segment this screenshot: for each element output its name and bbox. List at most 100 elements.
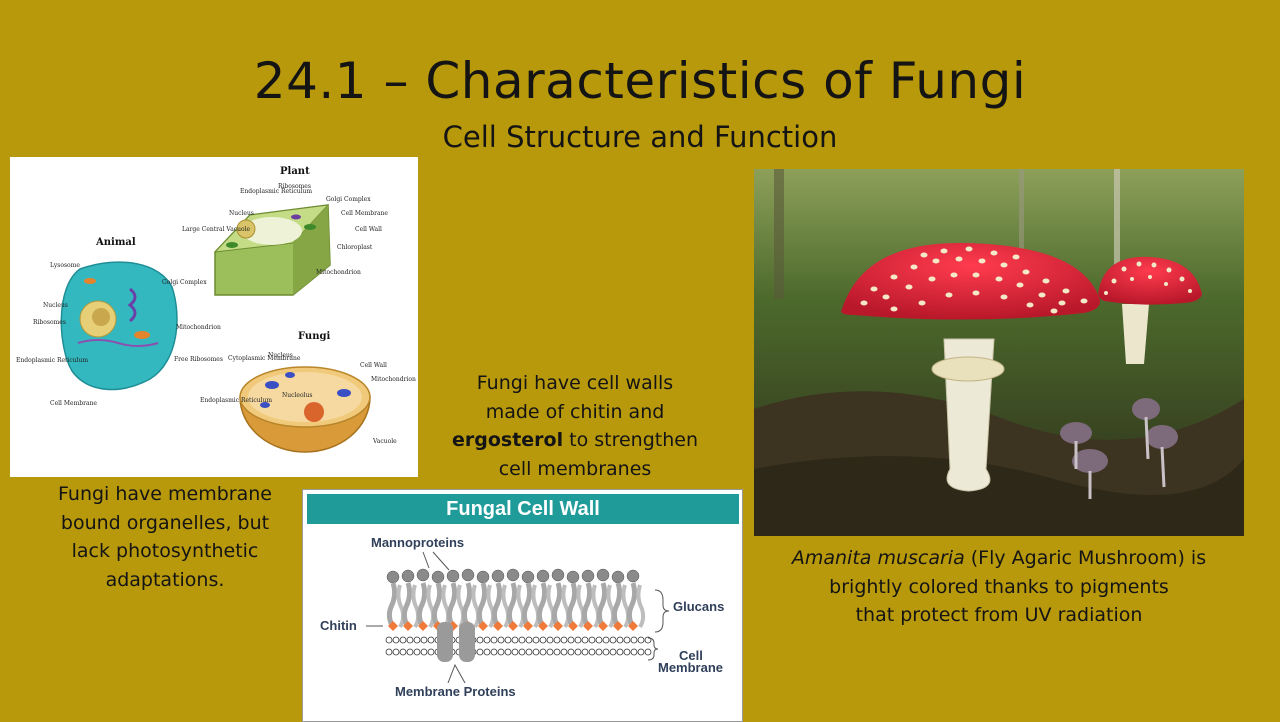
lipid-head xyxy=(427,648,435,656)
lipid-head xyxy=(392,636,400,644)
lipid-head xyxy=(546,648,554,656)
lipid-head xyxy=(637,636,645,644)
glucan-strand xyxy=(566,582,578,629)
cap-wart xyxy=(1000,262,1008,268)
lipid-head xyxy=(497,636,505,644)
lipid-head xyxy=(504,636,512,644)
lipid-head xyxy=(511,636,519,644)
chitin-fiber xyxy=(613,621,623,631)
lipid-head xyxy=(581,648,589,656)
glucan-strand xyxy=(596,582,608,629)
cap-wart xyxy=(972,290,980,296)
lipid-head xyxy=(602,636,610,644)
lipid-head xyxy=(567,636,575,644)
glucan-strand xyxy=(401,582,413,629)
cap-wart xyxy=(955,256,963,262)
glucan-strand xyxy=(431,582,443,629)
lipid-head xyxy=(546,636,554,644)
mannoprotein-head xyxy=(476,570,490,584)
cap-wart xyxy=(890,274,898,280)
cap-wart xyxy=(1062,288,1070,294)
cap-wart xyxy=(1016,282,1024,288)
cap-wart xyxy=(965,246,973,252)
plant-label-wall: Cell Wall xyxy=(355,226,382,233)
lipid-head xyxy=(483,648,491,656)
membrane-proteins-label: Membrane Proteins xyxy=(395,684,516,699)
amanita-caption-line: that protect from UV radiation xyxy=(855,604,1143,626)
animal-label-mito: Mitochondrion xyxy=(176,324,221,331)
lipid-head xyxy=(630,636,638,644)
lipid-head xyxy=(385,648,393,656)
organelles-caption-line: adaptations. xyxy=(105,568,225,591)
amanita-muscaria-photo xyxy=(754,169,1244,536)
chitin-label: Chitin xyxy=(320,618,357,633)
lipid-head xyxy=(518,648,526,656)
cap-wart xyxy=(1012,254,1020,260)
animal-label-nucleus: Nucleus xyxy=(43,302,68,309)
mannoprotein-head xyxy=(551,568,565,582)
mannoprotein-head xyxy=(611,570,625,584)
fungi-label-wall: Cell Wall xyxy=(360,362,387,369)
plant-heading: Plant xyxy=(280,166,310,177)
glucan-strand xyxy=(611,582,623,629)
animal-label-er: Endoplasmic Reticulum xyxy=(16,357,88,364)
amanita-caption-line: Amanita muscaria (Fly Agaric Mushroom) i… xyxy=(760,544,1238,573)
lipid-head xyxy=(623,636,631,644)
organelles-caption-line: bound organelles, but xyxy=(60,511,270,534)
chitin-fiber xyxy=(553,621,563,631)
animal-label-free-ribosomes: Free Ribosomes xyxy=(174,356,223,363)
lipid-head xyxy=(525,648,533,656)
lipid-head xyxy=(560,636,568,644)
fungi-label-nucleolus: Nucleolus xyxy=(282,392,312,399)
lipid-head xyxy=(497,648,505,656)
glucan-strand xyxy=(486,584,496,629)
glucan-strand xyxy=(411,584,421,629)
mannoprotein-head xyxy=(581,569,595,583)
lipid-head xyxy=(630,648,638,656)
amanita-caption: Amanita muscaria (Fly Agaric Mushroom) i… xyxy=(760,544,1238,630)
glucan-strand xyxy=(426,584,436,629)
amanita-caption-text: (Fly Agaric Mushroom) is xyxy=(964,547,1207,569)
animal-label-golgi: Golgi Complex xyxy=(162,279,207,286)
lipid-head xyxy=(574,636,582,644)
mannoprotein-head xyxy=(506,568,520,582)
glucan-strand xyxy=(416,582,428,629)
glucan-strand xyxy=(606,584,616,629)
fungi-label-cyto-membrane: Cytoplasmic Membrane xyxy=(228,355,301,362)
cap-wart xyxy=(910,264,918,270)
chitin-fiber xyxy=(568,621,578,631)
plant-label-vacuole: Large Central Vacuole xyxy=(182,226,251,233)
lipid-head xyxy=(406,648,414,656)
lipid-head xyxy=(539,636,547,644)
chitin-fiber xyxy=(523,621,533,631)
lipid-head xyxy=(532,648,540,656)
glucan-strand xyxy=(386,582,398,629)
cap-wart xyxy=(882,294,890,300)
chitin-fiber xyxy=(598,621,608,631)
fungal-wall-header: Fungal Cell Wall xyxy=(307,494,739,524)
membrane-bilayer xyxy=(385,636,652,656)
glucan-strand xyxy=(506,582,518,629)
cap-wart xyxy=(1042,278,1050,284)
lipid-head xyxy=(413,648,421,656)
fungi-label-er: Endoplasmic Reticulum xyxy=(200,397,272,404)
lipid-head xyxy=(399,636,407,644)
glucans-label: Glucans xyxy=(673,599,724,614)
glucan-strand xyxy=(441,584,451,629)
glucan-strand xyxy=(546,584,556,629)
glucan-strand xyxy=(581,582,593,629)
cap-wart xyxy=(1080,298,1088,304)
membrane-proteins xyxy=(437,622,475,662)
cap-wart xyxy=(990,250,998,256)
mannoprotein-head xyxy=(431,570,445,584)
organelles-caption-line: Fungi have membrane xyxy=(58,483,272,505)
amanita-caption-line: brightly colored thanks to pigments xyxy=(829,575,1169,598)
glucan-strand xyxy=(476,582,488,629)
mannoprotein-head xyxy=(536,569,550,583)
glucan-strand xyxy=(636,584,646,629)
lipid-head xyxy=(399,648,407,656)
lipid-head xyxy=(595,648,603,656)
plant-cell xyxy=(213,204,331,296)
cell-membrane-label-2: Membrane xyxy=(658,660,723,675)
cap-wart xyxy=(1026,302,1034,308)
